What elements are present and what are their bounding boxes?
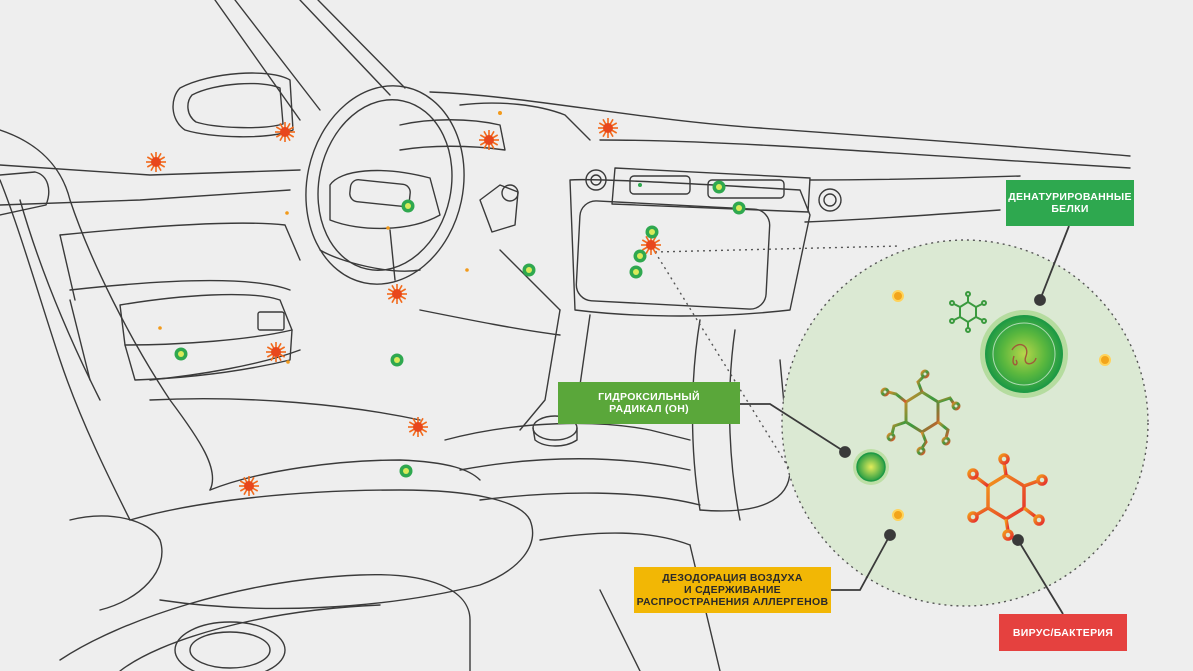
virus-icon [949, 291, 987, 333]
virus-bacteria-label: Вирус/бактерия [999, 614, 1127, 651]
germ-icon [387, 284, 407, 304]
germ-icon [275, 122, 295, 142]
germ-icon [479, 130, 499, 150]
hydroxyl-particle-icon [522, 263, 536, 277]
hydroxyl-particle-icon [401, 199, 415, 213]
connector-lines [740, 225, 1070, 615]
germ-icon [266, 342, 286, 362]
tiny-dot-group [158, 111, 642, 364]
green-particle-group [174, 180, 746, 478]
hydroxyl-particle-icon [645, 225, 659, 239]
deodorization-line-2: и сдерживание [684, 584, 781, 596]
germ-icon [408, 417, 428, 437]
hydroxyl-radical-line-1: Гидроксильный [598, 391, 700, 403]
germ-icon [146, 152, 166, 172]
hydroxyl-particle-icon [853, 449, 889, 485]
hydroxyl-particle-icon [732, 201, 746, 215]
germ-icon [641, 235, 661, 255]
denatured-protein-icon [980, 310, 1068, 398]
hydroxyl-particle-icon [390, 353, 404, 367]
deodorization-line-3: распространения аллергенов [636, 596, 829, 608]
denatured-proteins-line-1: Денатурированные [1008, 191, 1132, 203]
deodorization-label: Дезодорация воздуха и сдерживание распро… [634, 567, 831, 613]
deodorization-line-1: Дезодорация воздуха [662, 572, 803, 584]
hydroxyl-particle-icon [633, 249, 647, 263]
germ-icon-group [146, 118, 661, 496]
allergen-dot-icon [892, 290, 1111, 521]
denatured-proteins-label: Денатурированные белки [1006, 180, 1134, 226]
line-art [0, 0, 1131, 671]
hydroxyl-radical-label: Гидроксильный радикал (OH) [558, 382, 740, 424]
hydroxyl-particle-icon [399, 464, 413, 478]
denatured-proteins-line-2: белки [1051, 203, 1089, 215]
germ-icon [239, 476, 259, 496]
virus-bacteria-line-1: Вирус/бактерия [1012, 626, 1114, 639]
virus-icon [880, 369, 961, 456]
hydroxyl-particle-icon [629, 265, 643, 279]
hydroxyl-particle-icon [174, 347, 188, 361]
hydroxyl-radical-line-2: радикал (OH) [609, 403, 689, 415]
hydroxyl-particle-icon [712, 180, 726, 194]
virus-icon [967, 453, 1048, 541]
germ-icon [598, 118, 618, 138]
